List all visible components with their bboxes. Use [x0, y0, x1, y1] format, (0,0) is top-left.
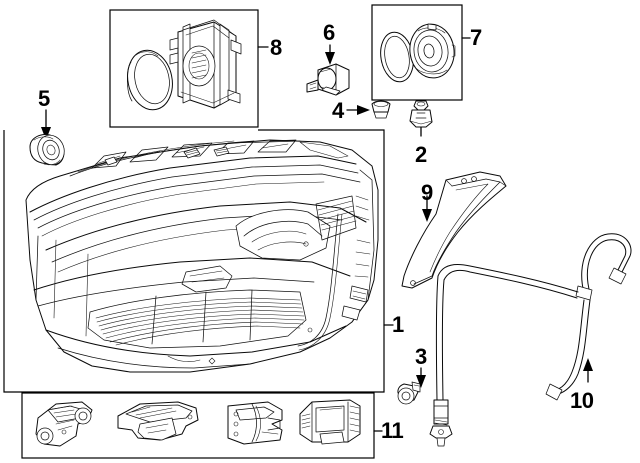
- callout-label-11[interactable]: 11: [381, 418, 404, 443]
- callout-label-5[interactable]: 5: [38, 86, 50, 111]
- part-bulb-access-cover: [29, 134, 65, 166]
- arrowhead-4: [357, 105, 370, 115]
- part-headlamp-assembly: [25, 139, 379, 373]
- callout-label-4[interactable]: 4: [332, 98, 344, 123]
- part-support-bracket: [401, 171, 507, 289]
- callout-label-10[interactable]: 10: [570, 388, 594, 413]
- headlamp-lower-grille: [87, 289, 307, 349]
- part-headlamp-bulb-socket: [306, 63, 350, 96]
- part-bracket-c: [227, 401, 283, 445]
- arrowhead-3: [416, 375, 426, 388]
- callout-label-7[interactable]: 7: [470, 25, 482, 50]
- part-bracket-b: [117, 401, 199, 441]
- callout-label-1[interactable]: 1: [392, 312, 404, 337]
- headlamp-side-louvers: [315, 195, 357, 241]
- arrowhead-10: [583, 358, 593, 371]
- part-bracket-a: [35, 401, 93, 447]
- arrowhead-6: [325, 52, 335, 65]
- callout-label-9[interactable]: 9: [421, 180, 433, 205]
- part-ballast-housing: [169, 19, 242, 109]
- headlamp-led-segments: [91, 139, 349, 169]
- arrowhead-5: [41, 127, 51, 140]
- part-gasket-ring: [127, 49, 173, 111]
- group-box-ballast: [109, 9, 259, 128]
- part-washer-hose-grommet: [397, 381, 421, 405]
- callout-label-8[interactable]: 8: [270, 35, 282, 60]
- headlamp-right-mount: [341, 169, 375, 323]
- part-cap-plug: [371, 100, 391, 119]
- part-washer-hose: [429, 233, 632, 447]
- group-box-bracket-kit: [21, 392, 375, 459]
- callout-label-2[interactable]: 2: [415, 142, 427, 167]
- part-round-access-cover: [409, 23, 456, 79]
- group-box-seal-cover: [371, 4, 463, 101]
- callout-label-6[interactable]: 6: [323, 20, 335, 45]
- group-box-headlamp: [3, 129, 385, 393]
- part-retainer-nut: [409, 100, 433, 128]
- arrowhead-9: [422, 209, 432, 222]
- headlamp-projector: [235, 209, 331, 261]
- part-bracket-d: [299, 399, 361, 445]
- callout-label-3[interactable]: 3: [415, 344, 427, 369]
